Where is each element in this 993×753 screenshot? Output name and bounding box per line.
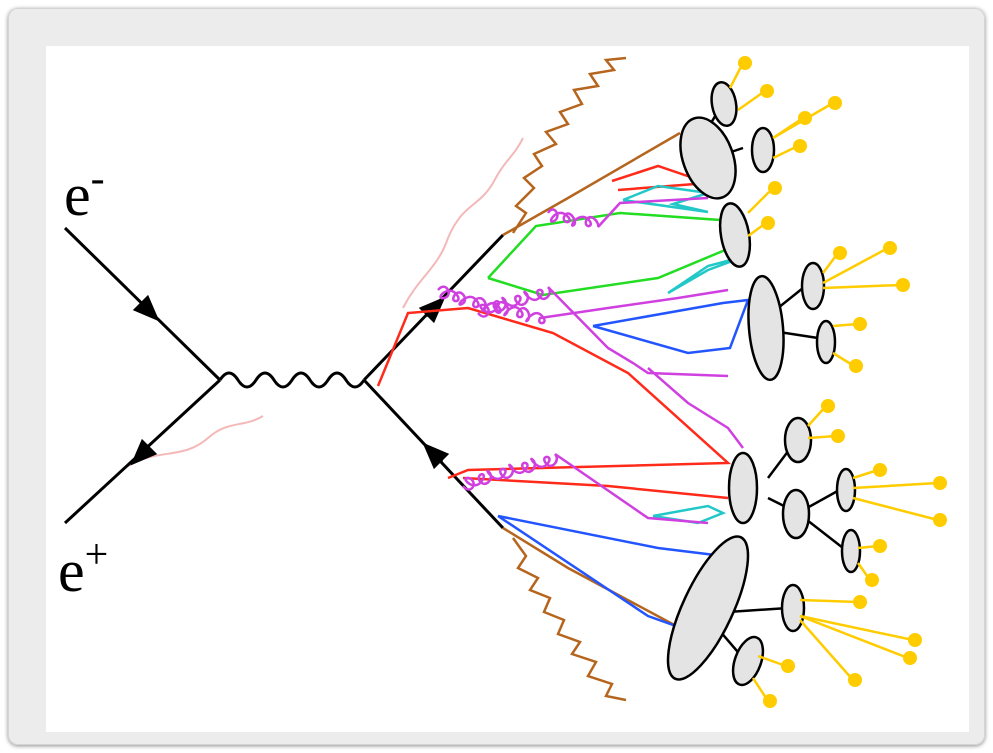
virtual-photon [218,371,366,389]
photon-emissions [502,56,681,702]
gluon-lines [437,196,744,525]
feynman-diagram [63,56,947,708]
electron-label: e- [64,158,105,225]
electron-label-base: e [64,162,91,229]
electron-label-sup: - [90,156,105,202]
positron-label-sup: + [84,532,109,578]
positron-label: e+ [58,534,108,601]
hadron-cluster [666,80,862,687]
diagram-frame: e- e+ [8,8,985,745]
positron-label-base: e [58,538,85,605]
outgoing-quarks [362,233,505,530]
final-state-particles [728,56,947,708]
incoming-fermions [63,226,222,525]
color-strings [376,164,750,628]
